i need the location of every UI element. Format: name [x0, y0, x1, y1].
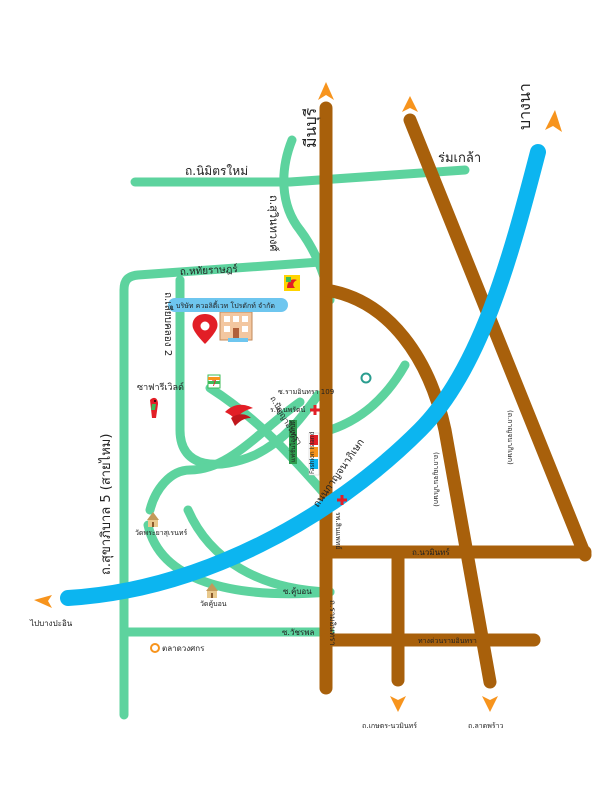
- road-haruthai: [119, 257, 325, 720]
- label-haruthai: ถ.หทัยราษฎร์: [180, 263, 239, 278]
- temple-icon: [206, 583, 218, 598]
- road-kanchanaphisek-expressway: [60, 144, 546, 606]
- road-panya: [205, 383, 335, 505]
- label-fashion: Fashion Island: [309, 431, 316, 474]
- market-circle-icon: [150, 643, 160, 653]
- fashion-island-icon: [308, 432, 320, 476]
- label-safari: ซาฟารีเวิลด์: [137, 381, 184, 393]
- road-suansiam: [325, 360, 410, 435]
- arrow-ladprao-icon: [482, 696, 498, 712]
- label-ramintra: ถ.รามอินทรา: [328, 600, 337, 646]
- arrow-minburi-icon: [318, 82, 334, 100]
- label-company: บริษัท ควอลิตี้เวท โปรดักท์ จำกัด: [176, 299, 275, 310]
- label-ramintra109: ซ.รามอินทรา 109: [278, 388, 334, 396]
- direction-arrows: [34, 82, 562, 712]
- label-watcharaphol: ซ.วัชรพล: [282, 628, 314, 637]
- label-romklao: ร่มเกล้า: [438, 151, 481, 166]
- company-badge: [168, 298, 288, 312]
- brand-logo-icon: [284, 275, 300, 291]
- label-wat-khubon: วัดคู้บอน: [200, 600, 227, 608]
- road-khubon: [183, 505, 335, 597]
- hospital-cross-icon: [337, 495, 347, 505]
- road-romklao-diagonal: [403, 113, 592, 562]
- parrot-icon: [150, 397, 158, 418]
- temple-icon: [147, 512, 159, 527]
- local-roads: [119, 135, 470, 720]
- label-sukhaphiban5: ถ.สุขาภิบาล 5 (สายไหม): [98, 434, 114, 575]
- label-hospital-phatharin: ร.พ.นพรัตน์: [270, 406, 306, 414]
- arrow-bangna-icon: [545, 110, 562, 132]
- road-nimitmai: [130, 165, 470, 187]
- hospital-cross-icon: [310, 405, 320, 415]
- arrow-kaset-icon: [390, 696, 406, 712]
- road-loop: [143, 520, 335, 599]
- label-kaset: ถ.เกษตร-นวมินทร์: [362, 722, 417, 730]
- label-suwinthawong: ถ.สุวินทวงศ์: [267, 195, 280, 251]
- label-minburi: มีนบุรี: [301, 107, 321, 148]
- label-kanchana-2: (ถ.กาญจนาภิเษก): [432, 452, 440, 507]
- label-liapkhlong2: ถ.เลียบคลอง 2: [162, 292, 174, 356]
- park-circle-icon: [360, 372, 372, 384]
- label-kanchana-road: (ถ.กาญจนาภิเษก): [506, 410, 514, 465]
- label-expressway-ramintra: ทางด่วนรามอินทรา: [418, 637, 477, 645]
- company-building-icon: [219, 311, 253, 342]
- label-promenade: แฟชั่นไอส์แลนด์: [289, 420, 297, 462]
- label-bangna: บางนา: [515, 83, 534, 130]
- label-ladprao: ถ.ลาดพร้าว: [468, 722, 504, 730]
- label-nimitmai: ถ.นิมิตรใหม่: [185, 164, 248, 178]
- arrow-romklao-icon: [402, 96, 418, 112]
- label-soi-khubon: ซ.คู้บอน: [283, 587, 312, 597]
- label-talaad: ตลาดวงศกร: [162, 644, 205, 653]
- label-hospital-seri: รพ.สินแพทย์: [334, 512, 342, 550]
- label-wat-phraya: วัดพระยาสุเรนทร์: [135, 529, 187, 537]
- label-bangpain: ไปบางปะอิน: [29, 619, 73, 628]
- arrow-bangpain-icon: [34, 595, 52, 608]
- bird-logo-icon: [225, 404, 253, 426]
- road-liapkhlong2: [175, 275, 323, 469]
- promenade-icon: [289, 420, 297, 464]
- label-nawamin: ถ.นวมินทร์: [412, 547, 450, 557]
- map-pin-icon: [192, 314, 218, 344]
- road-soi109: [145, 397, 305, 515]
- seven-eleven-icon: 7: [207, 374, 221, 389]
- svg-text:7: 7: [211, 379, 216, 388]
